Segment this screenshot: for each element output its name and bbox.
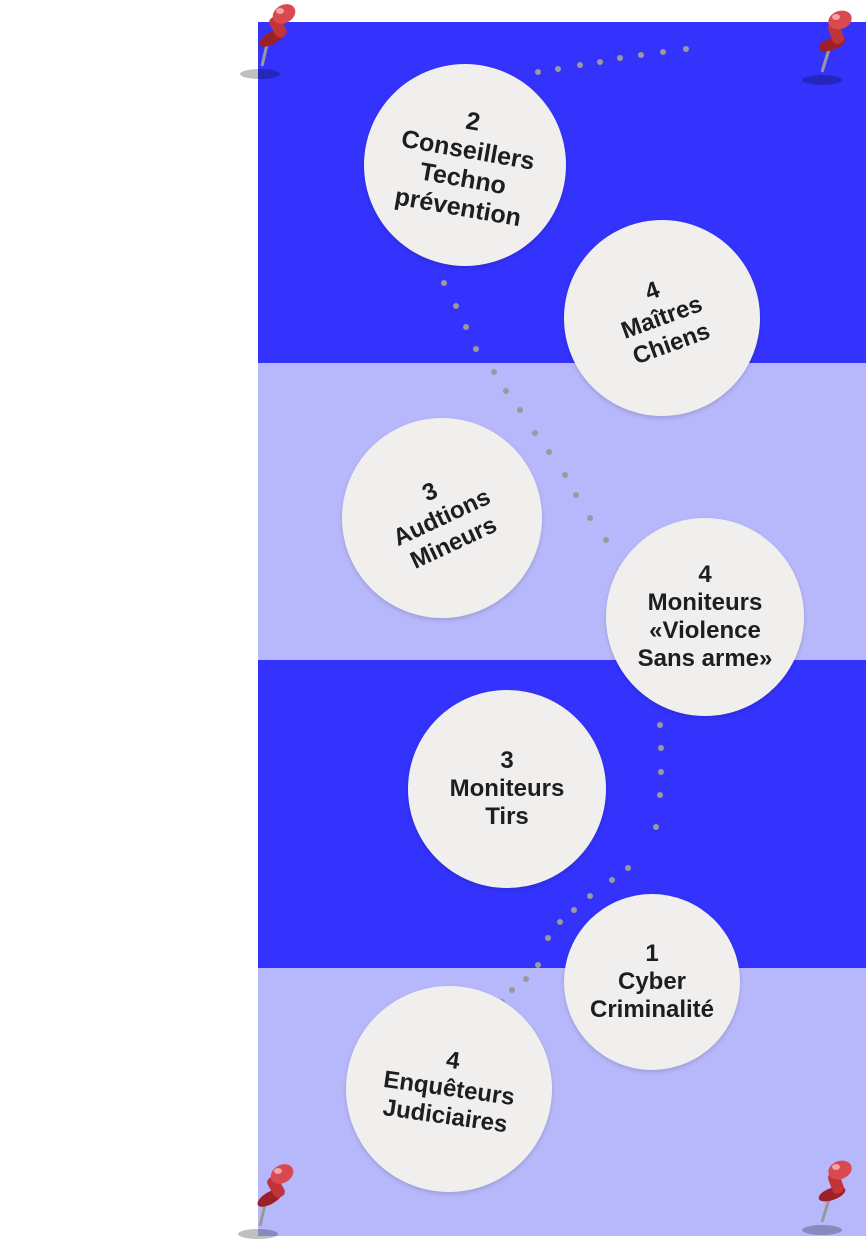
bubble-conseillers: 2 Conseillers Techno prévention	[364, 64, 566, 266]
poster-background	[258, 22, 866, 1236]
bubble-count: 2	[463, 106, 482, 137]
bubble-label-line: Moniteurs	[647, 589, 763, 616]
bubble-label-line: Cyber	[617, 968, 687, 995]
bubble-count: 4	[444, 1046, 462, 1076]
bubble-label-line: Moniteurs	[449, 775, 565, 802]
bubble-violence-sans-arme: 4 Moniteurs «Violence Sans arme»	[606, 518, 804, 716]
bubble-label-line: «Violence	[649, 617, 761, 644]
bubble-count: 1	[645, 940, 659, 967]
bubble-maitres-chiens: 4 Maîtres Chiens	[564, 220, 760, 416]
bubble-auditions-mineurs: 3 Audtions Mineurs	[342, 418, 542, 618]
bubble-count: 4	[698, 561, 712, 588]
pushpin-icon	[240, 4, 296, 79]
bubble-enqueteurs-judiciaires: 4 Enquêteurs Judiciaires	[346, 986, 552, 1192]
bubble-cyber-criminalite: 1 Cyber Criminalité	[564, 894, 740, 1070]
pushpin-icon	[802, 10, 852, 85]
bubble-label-line: Sans arme»	[637, 645, 773, 672]
pushpin-icon	[238, 1164, 294, 1239]
bubble-label-line: Tirs	[485, 803, 529, 830]
pushpin-icon	[802, 1160, 852, 1235]
bubble-moniteurs-tirs: 3 Moniteurs Tirs	[408, 690, 606, 888]
bubble-label-line: Criminalité	[589, 996, 715, 1023]
bubble-count: 3	[500, 747, 514, 774]
